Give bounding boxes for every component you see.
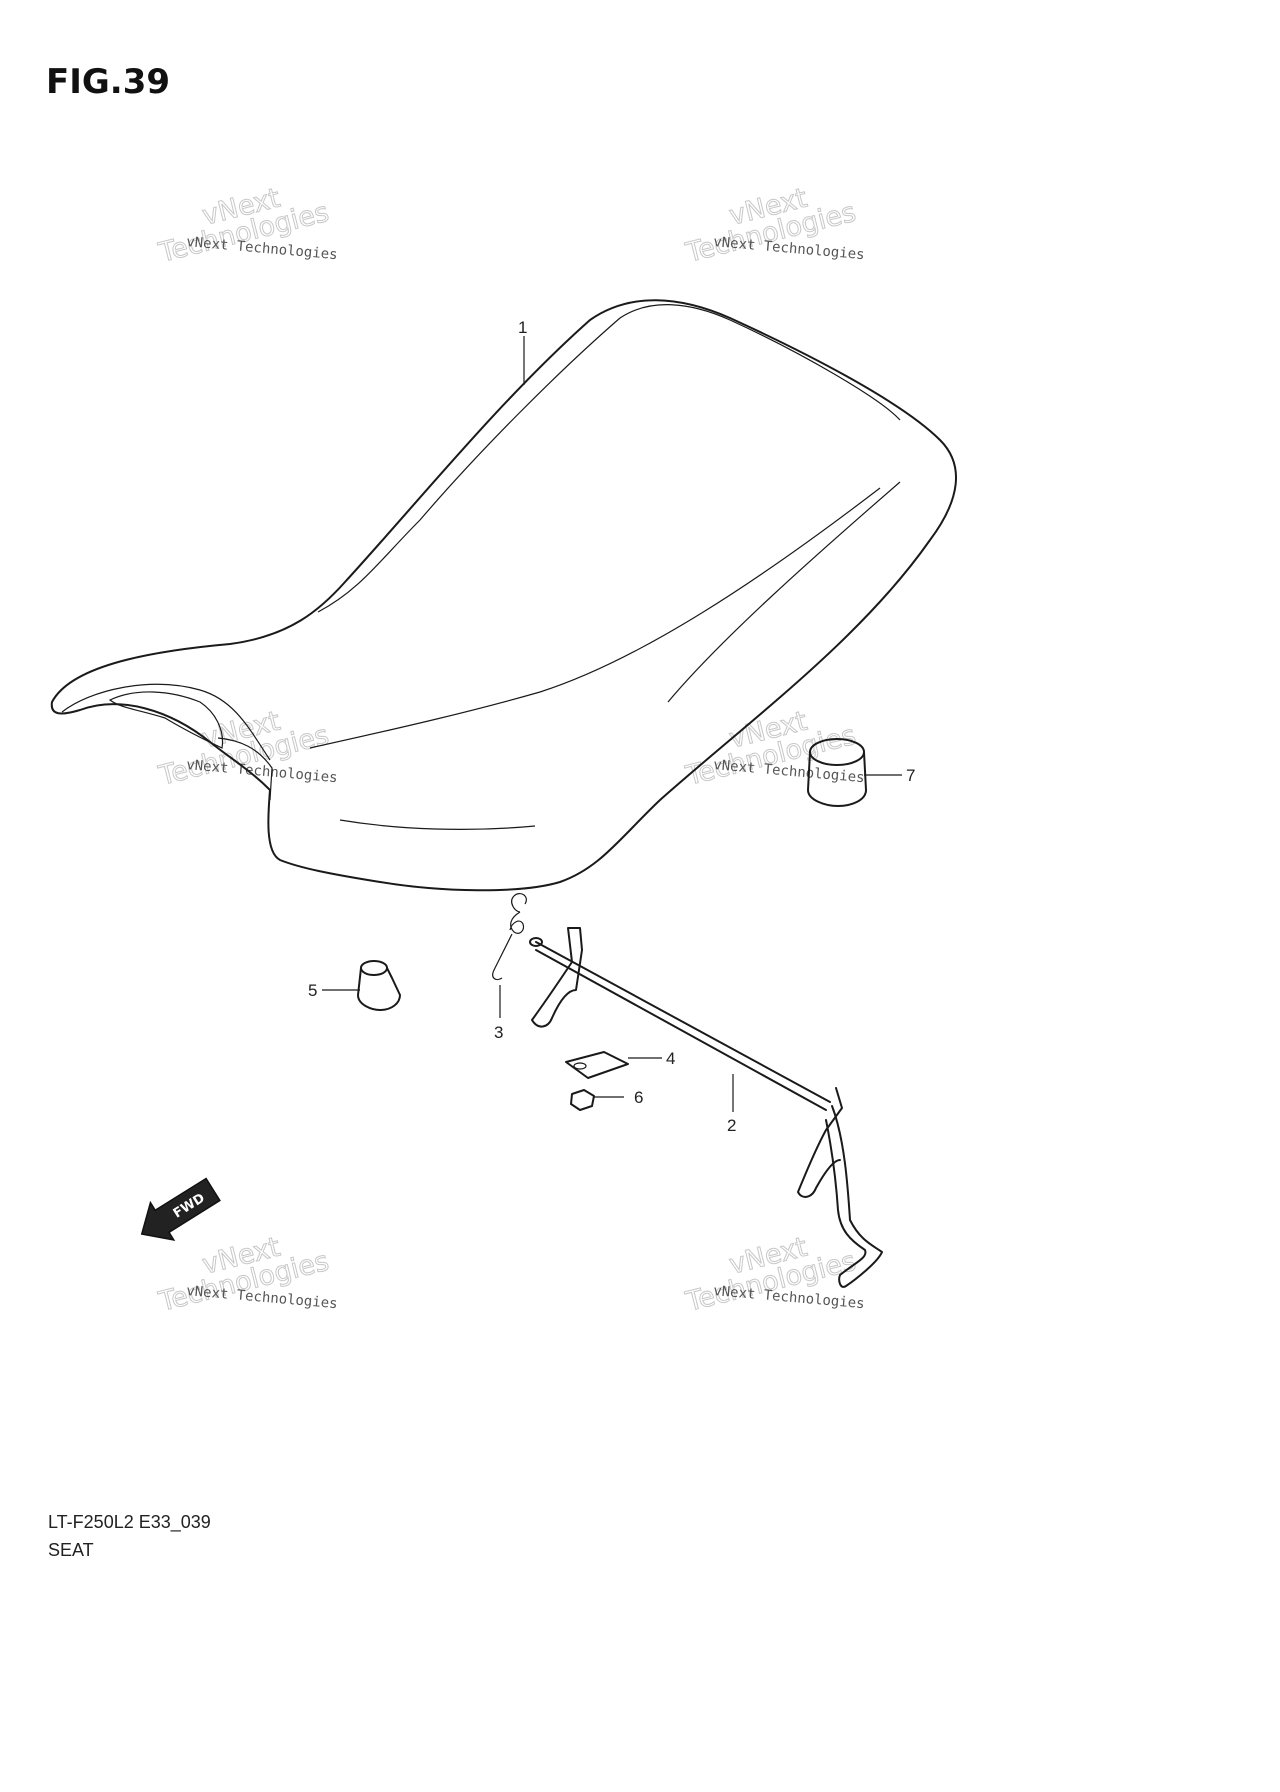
part-seat: 1 <box>50 299 957 892</box>
part-plate: 4 <box>565 1049 675 1079</box>
watermark-top-right: vNext Technologies vNext Technologies <box>682 182 865 269</box>
callout-3: 3 <box>494 1023 503 1042</box>
callout-5: 5 <box>308 981 317 1000</box>
watermark-top-left: vNext Technologies vNext Technologies <box>155 182 338 269</box>
callout-7: 7 <box>906 766 915 785</box>
drawing-code: LT-F250L2 E33_039 <box>48 1512 211 1532</box>
seat-lower-crease <box>309 487 881 749</box>
spring-coil <box>509 911 525 934</box>
seat-front-bracket <box>108 691 224 749</box>
rod-rear-lever <box>825 1105 883 1288</box>
grommet-top <box>360 960 388 976</box>
rod-rear-hook <box>797 1087 843 1198</box>
part-nut: 6 <box>570 1088 643 1111</box>
callout-4: 4 <box>666 1049 675 1068</box>
seat-top-panel-line <box>317 304 901 613</box>
grommet-body <box>357 967 401 1011</box>
callout-1: 1 <box>518 318 527 337</box>
spring-coil-top <box>511 892 527 913</box>
plate-hole <box>573 1062 587 1070</box>
seat-front-underside <box>61 683 271 761</box>
part-latch-rod: 2 <box>529 927 883 1288</box>
part-grommet: 5 <box>308 960 401 1011</box>
fwd-arrow-shape <box>140 1177 221 1242</box>
fwd-arrow-icon: FWD <box>140 1177 221 1242</box>
nut-shape <box>570 1089 595 1111</box>
seat-upper-crease <box>667 481 901 703</box>
callout-6: 6 <box>634 1088 643 1107</box>
figure-title: FIG.39 <box>46 62 171 102</box>
seat-front-mount <box>217 737 273 801</box>
seat-bottom-inner-line <box>339 819 536 830</box>
rod-shaft-bottom <box>535 949 827 1111</box>
part-cushion: 7 <box>807 738 915 807</box>
plate-shape <box>565 1051 629 1079</box>
watermark-mid-left: vNext Technologies vNext Technologies <box>155 705 338 792</box>
seat-outline <box>50 299 957 892</box>
callout-2: 2 <box>727 1116 736 1135</box>
rod-end-cap <box>529 937 543 947</box>
watermark-group: vNext Technologies vNext Technologies vN… <box>155 182 865 1318</box>
cushion-body <box>807 751 867 807</box>
section-name: SEAT <box>48 1540 94 1560</box>
rod-front-hook <box>531 927 583 1028</box>
spring-leg <box>492 933 513 981</box>
watermark-bottom-left: vNext Technologies vNext Technologies <box>155 1231 338 1318</box>
rod-shaft-top <box>535 941 831 1103</box>
watermark-mid-right: vNext Technologies vNext Technologies <box>682 705 865 792</box>
part-spring: 3 <box>492 892 527 1042</box>
watermark-bottom-right: vNext Technologies vNext Technologies <box>682 1231 865 1318</box>
